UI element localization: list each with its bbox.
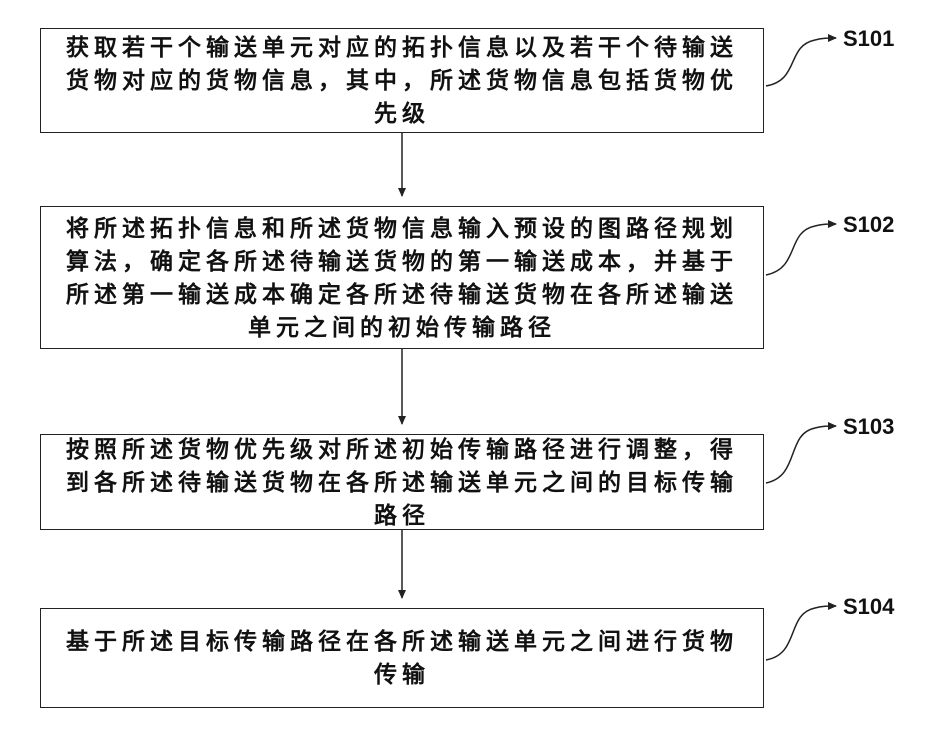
step-text-s101: 获取若干个输送单元对应的拓扑信息以及若干个待输送货物对应的货物信息，其中，所述货… — [41, 31, 763, 130]
step-label-s104: S104 — [843, 594, 894, 620]
step-box-s103: 按照所述货物优先级对所述初始传输路径进行调整，得到各所述待输送货物在各所述输送单… — [40, 434, 764, 530]
step-text-s103: 按照所述货物优先级对所述初始传输路径进行调整，得到各所述待输送货物在各所述输送单… — [41, 433, 763, 532]
step-label-s101: S101 — [843, 26, 894, 52]
step-box-s101: 获取若干个输送单元对应的拓扑信息以及若干个待输送货物对应的货物信息，其中，所述货… — [40, 28, 764, 133]
label-pointer-s103 — [766, 426, 836, 483]
label-pointer-s104 — [766, 606, 836, 660]
step-box-s102: 将所述拓扑信息和所述货物信息输入预设的图路径规划算法，确定各所述待输送货物的第一… — [40, 206, 764, 349]
step-text-s102: 将所述拓扑信息和所述货物信息输入预设的图路径规划算法，确定各所述待输送货物的第一… — [41, 212, 763, 344]
step-label-s103: S103 — [843, 414, 894, 440]
step-label-s102: S102 — [843, 212, 894, 238]
step-text-s104: 基于所述目标传输路径在各所述输送单元之间进行货物传输 — [41, 625, 763, 691]
label-pointer-s101 — [766, 38, 836, 86]
label-pointer-s102 — [766, 224, 836, 275]
step-box-s104: 基于所述目标传输路径在各所述输送单元之间进行货物传输 — [40, 608, 764, 708]
